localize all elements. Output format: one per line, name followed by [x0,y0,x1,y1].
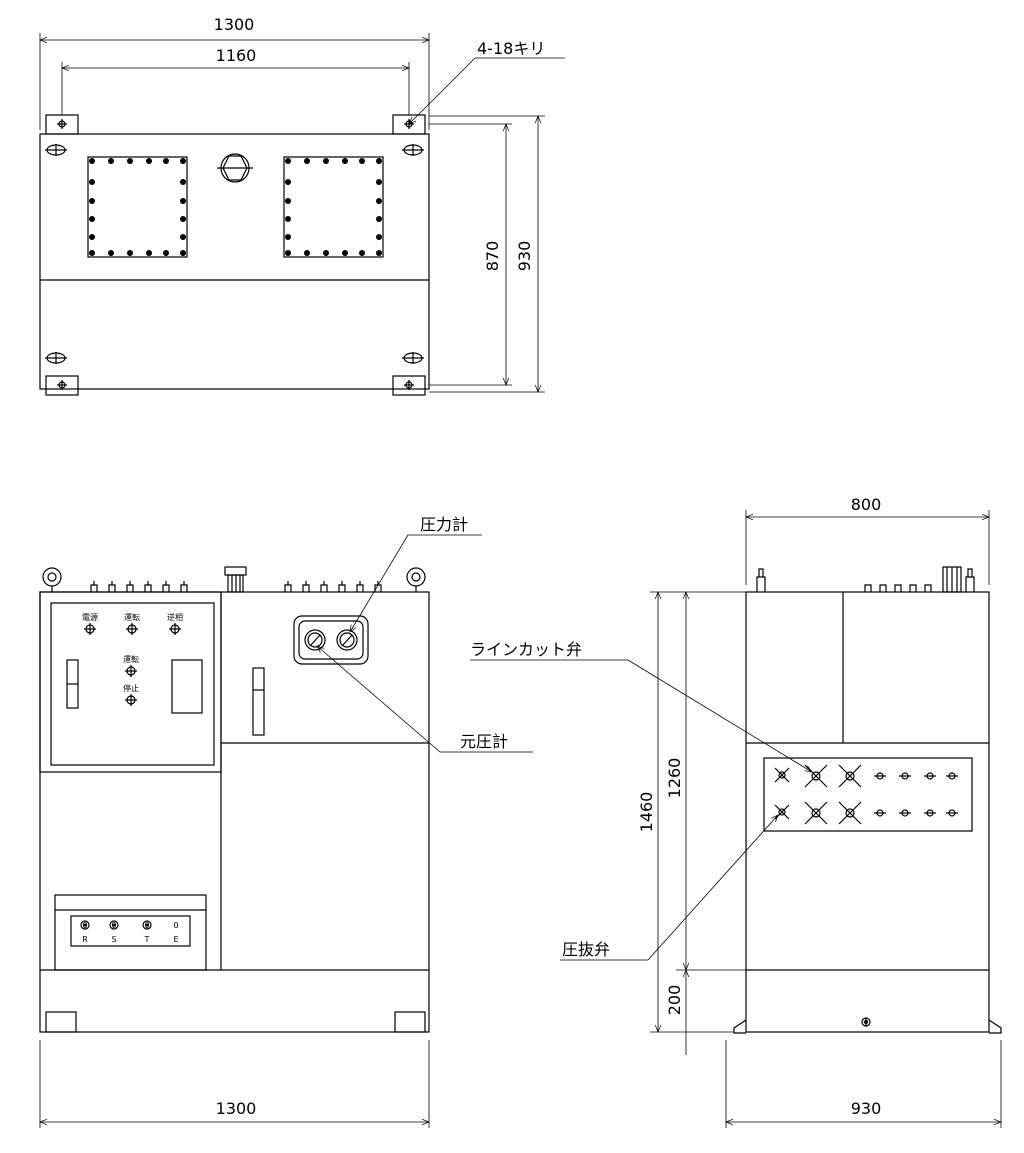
lamp-label-power: 電源 [82,613,98,622]
gauge-panel-inner [298,620,364,660]
mounting-foot [45,375,79,396]
control-panel-frame [39,591,222,773]
port-plug-icon [874,772,958,817]
base-foot [45,1011,77,1033]
cover-bolts [89,158,382,256]
top-bolts [90,581,382,592]
front-view [39,566,430,1033]
filler-cap-icon [217,153,253,183]
terminal-value: 0 [173,921,178,930]
dim-side-depth: 800 [851,495,882,514]
control-panel-nameplate [171,659,203,714]
eye-bolt-icon [42,567,426,592]
dim-top-overall-width: 1300 [214,15,255,34]
control-panel-door [50,602,215,766]
dim-front-overall-width: 1300 [216,1099,257,1118]
callout-pressure-gauge: 圧力計 [420,515,468,534]
terminal-strip [70,915,191,947]
hole-note-label: 4-18キリ [477,39,545,58]
eye-bolt-icon [45,144,424,364]
front-view-outline [39,591,430,1033]
dim-side-base-height: 200 [665,985,684,1016]
front-view-dimensions [39,534,533,1128]
dim-side-base-width: 930 [851,1099,882,1118]
dim-top-hole-depth-pitch: 870 [483,241,502,272]
callout-pressure-relief-valve: 圧抜弁 [562,940,610,959]
dim-top-hole-pitch: 1160 [216,46,257,65]
terminal-letter-r: R [82,935,88,944]
base-flange-left [733,1019,747,1034]
button-label-stop: 停止 [123,683,139,693]
side-view-dimensions [470,510,1002,1128]
motor-cover-handle [252,667,265,736]
terminal-value: 0 [144,921,149,930]
indicator-lamp-icon [84,623,181,706]
base-foot [394,1011,426,1033]
gauge-panel-outer [293,615,369,665]
side-view-outline [745,591,990,1033]
dim-side-tank-height: 1260 [665,758,684,799]
lamp-label-reverse-phase: 逆相 [167,612,183,622]
breather-cap-icon [942,566,962,593]
inspection-cover [87,156,188,258]
top-view-tank-outline [39,133,430,390]
terminal-value: 0 [111,921,116,930]
mounting-foot [392,375,426,396]
valve-manifold-plate [763,757,973,832]
top-bolts [864,584,932,592]
line-cut-valve-icon [774,764,862,825]
lamp-label-running: 運転 [124,613,140,622]
dim-side-overall-height: 1460 [637,792,656,833]
breather-cap-icon [224,566,247,593]
side-view [733,566,1002,1034]
pressure-gauge-icon [304,629,358,651]
callout-line-cut-valve: ラインカット弁 [470,640,582,659]
terminal-letter-e: E [173,935,178,944]
dim-top-overall-depth: 930 [515,241,534,272]
inspection-cover [283,156,384,258]
top-view [39,114,430,396]
terminal-box [54,894,207,971]
button-label-run: 運転 [123,655,139,664]
callout-source-pressure-gauge: 元圧計 [460,732,508,751]
front-view-fill-marks [83,923,868,1024]
base-flange-right [988,1019,1002,1034]
top-view-dimensions [39,33,565,393]
terminal-letter-t: T [144,935,150,944]
terminal-icon [80,920,152,930]
eye-bolt-icon [756,568,975,592]
terminal-value: 0 [82,921,87,930]
terminal-letter-s: S [111,935,116,944]
